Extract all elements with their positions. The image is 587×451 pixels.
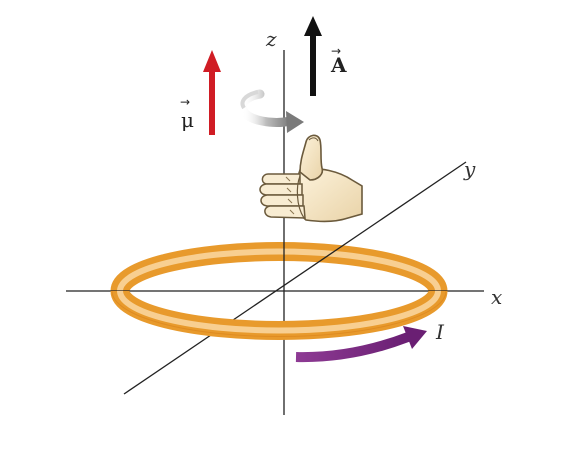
z-axis-label: z — [265, 27, 277, 51]
current-loop-front — [110, 289, 448, 340]
y-axis-line — [123, 161, 467, 395]
current-direction-arrow — [295, 326, 427, 363]
magnetic-moment-arrow — [203, 50, 221, 135]
area-vector-arrow — [304, 16, 322, 96]
area-vector-mark: → — [331, 44, 341, 58]
moment-vector-mark: → — [180, 95, 190, 109]
current-loop-back — [110, 242, 448, 293]
x-axis-label: x — [491, 285, 502, 309]
moment-vector-label: μ — [181, 108, 194, 132]
right-hand-thumbs-up-icon — [259, 134, 363, 223]
area-vector-label: A — [330, 53, 347, 77]
curl-rotation-arrow-icon — [237, 89, 304, 133]
y-axis-label: y — [463, 157, 476, 181]
coordinate-axes — [66, 50, 484, 415]
current-label: I — [435, 320, 445, 344]
